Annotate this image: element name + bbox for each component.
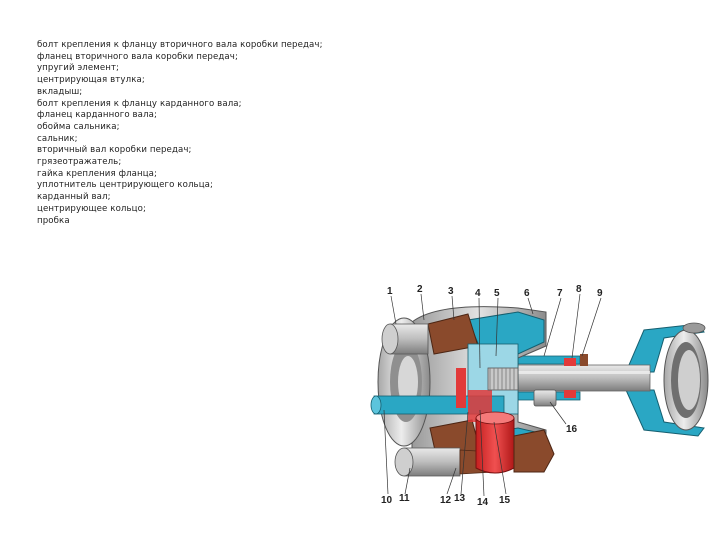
callout-15: 15: [499, 495, 511, 506]
callout-3: 3: [448, 286, 454, 297]
callout-10: 10: [381, 495, 393, 506]
callout-5: 5: [494, 288, 500, 299]
legend-item: обойма сальника;: [37, 121, 120, 132]
driveshaft-joint-illustration: 1 2 3 4 5 6 7 8 9 10 11 12 13 14 15 16: [368, 272, 720, 512]
callout-11: 11: [399, 493, 410, 504]
callout-12: 12: [440, 495, 452, 506]
legend-item: упругий элемент;: [37, 63, 120, 74]
legend-item: сальник;: [37, 133, 78, 144]
lower-casting: [513, 429, 555, 473]
callout-2: 2: [417, 284, 423, 295]
callout-4: 4: [475, 288, 481, 299]
legend-item: болт крепления к фланцу вторичного вала …: [37, 40, 323, 50]
plug-cup: [475, 411, 515, 474]
legend-item: пробка: [37, 215, 70, 226]
legend-item: болт крепления к фланцу карданного вала;: [37, 98, 242, 109]
flange-nut: [533, 389, 557, 407]
callout-7: 7: [557, 288, 563, 299]
callout-9: 9: [597, 288, 603, 299]
leader-lines: [383, 293, 602, 497]
legend-item: уплотнитель центрирующего кольца;: [37, 180, 214, 191]
callout-14: 14: [477, 497, 489, 508]
legend-item: вторичный вал коробки передач;: [37, 145, 192, 156]
callout-6: 6: [524, 288, 530, 299]
legend-item: гайка крепления фланца;: [37, 168, 158, 179]
legend-item: фланец вторичного вала коробки передач;: [37, 51, 238, 62]
callout-1: 1: [387, 286, 393, 297]
legend-item: вкладыш;: [37, 86, 83, 97]
legend-item: грязеотражатель;: [37, 157, 122, 168]
callout-8: 8: [576, 284, 582, 295]
callout-13: 13: [454, 493, 466, 504]
parts-legend: болт крепления к фланцу вторичного вала …: [37, 40, 323, 227]
cutaway-drawing: 1 2 3 4 5 6 7 8 9 10 11 12 13 14 15 16: [370, 284, 709, 508]
yoke: [625, 322, 709, 437]
legend-item: центрирующая втулка;: [37, 75, 145, 86]
cardan-shaft: [517, 364, 651, 392]
legend-item: карданный вал;: [37, 192, 111, 203]
legend-item: центрирующее кольцо;: [37, 203, 146, 214]
legend-item: фланец карданного вала;: [37, 110, 157, 121]
callout-16: 16: [566, 424, 578, 435]
bolts: [381, 323, 495, 477]
callout-numbers: 1 2 3 4 5 6 7 8 9 10 11 12 13 14 15 16: [381, 284, 603, 508]
center-sleeve: [456, 367, 519, 408]
